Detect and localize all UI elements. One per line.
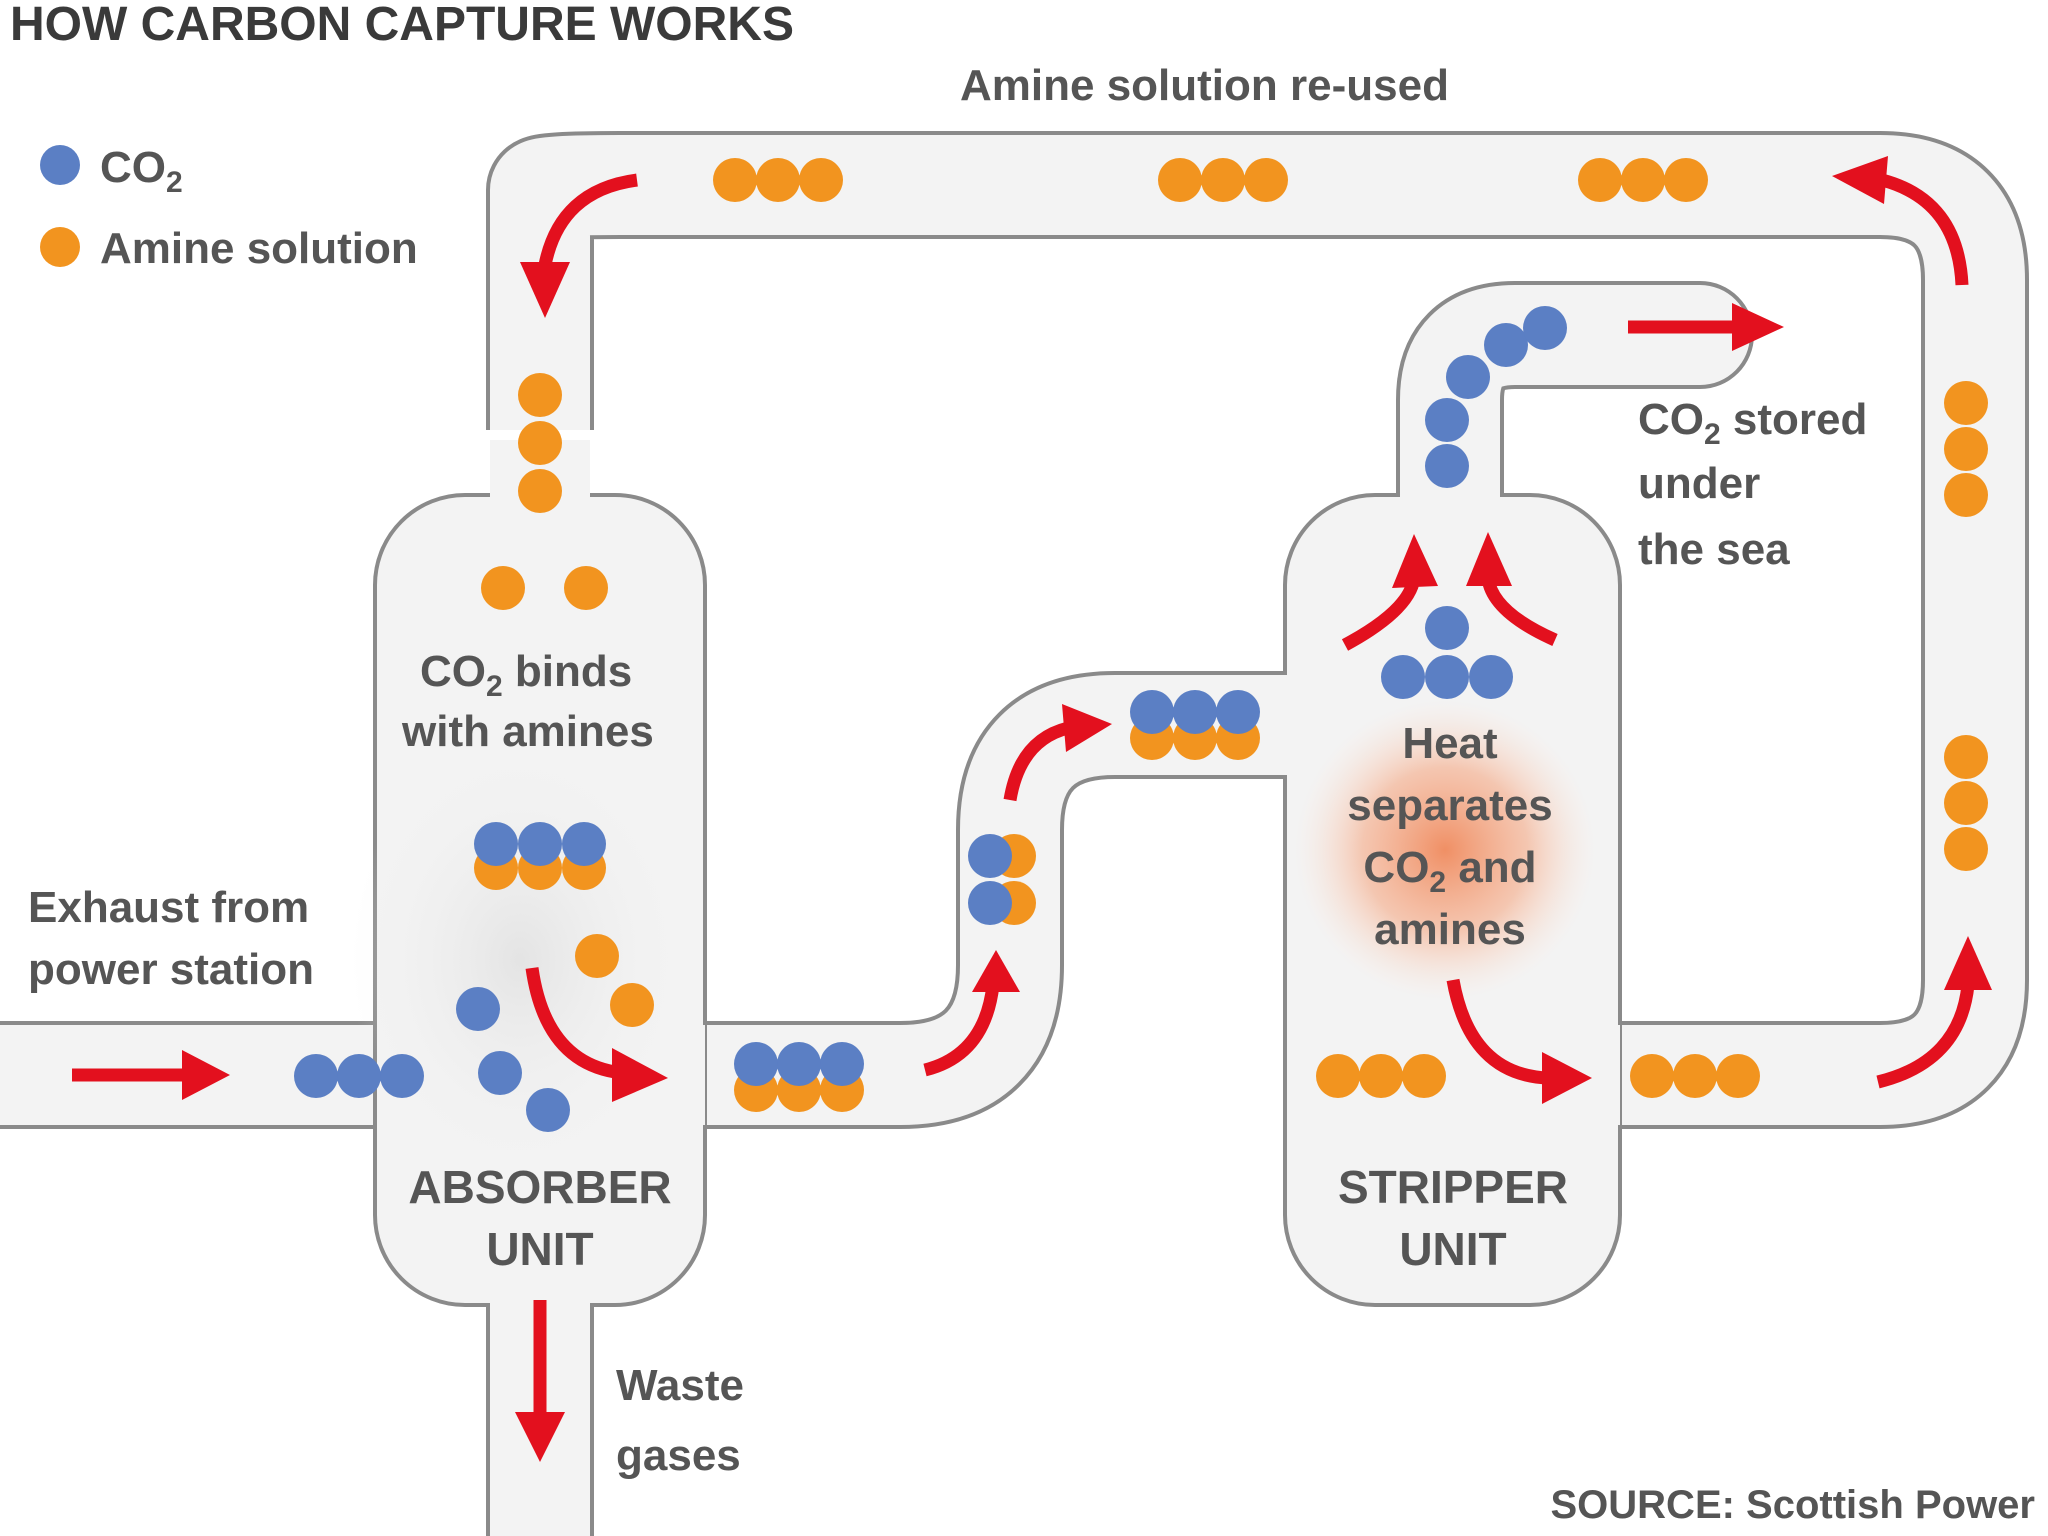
amine-molecule bbox=[564, 566, 608, 610]
co2-legend-label: CO2 bbox=[100, 143, 183, 199]
waste-gases-label: Waste bbox=[616, 1361, 744, 1410]
amine-descend-arrow bbox=[520, 173, 638, 318]
co2-molecule bbox=[478, 1051, 522, 1095]
heat-label-4: amines bbox=[1374, 905, 1526, 954]
legend: CO2 Amine solution bbox=[40, 143, 418, 273]
heat-label-3: CO2 and bbox=[1363, 843, 1536, 899]
amine-reused-label: Amine solution re-used bbox=[960, 61, 1449, 110]
exhaust-inflow-arrow bbox=[72, 1050, 230, 1100]
co2-binds-label: CO2 binds bbox=[420, 647, 632, 703]
absorber-flow-arrow bbox=[525, 967, 668, 1102]
molecules bbox=[294, 158, 1988, 1132]
bound-molecules bbox=[734, 1042, 864, 1112]
co2-binds-label-2: with amines bbox=[401, 707, 654, 756]
co2-stored-label: CO2 stored bbox=[1638, 395, 1867, 451]
s-bend-arrow-2 bbox=[1003, 704, 1112, 802]
amine-group bbox=[713, 158, 843, 202]
heat-label-2: separates bbox=[1347, 781, 1552, 830]
return-up-arrow-bottom bbox=[1876, 936, 1992, 1089]
amine-group bbox=[1158, 158, 1288, 202]
absorber-unit-label-2: UNIT bbox=[486, 1223, 593, 1275]
s-bend-arrow-1 bbox=[923, 950, 1020, 1077]
co2-legend-dot bbox=[40, 145, 80, 185]
co2-group bbox=[1425, 306, 1567, 488]
co2-stored-label-3: the sea bbox=[1638, 525, 1790, 574]
amine-group bbox=[518, 373, 562, 513]
source-credit: SOURCE: Scottish Power bbox=[1550, 1483, 2035, 1527]
return-up-arrow-top bbox=[1832, 156, 1969, 286]
co2-group bbox=[1381, 606, 1513, 699]
amine-legend-label: Amine solution bbox=[100, 224, 418, 273]
amine-molecule bbox=[481, 566, 525, 610]
co2-molecule bbox=[456, 987, 500, 1031]
stripper-unit-label-2: UNIT bbox=[1399, 1223, 1506, 1275]
co2-stored-label-2: under bbox=[1638, 459, 1760, 508]
heat-label: Heat bbox=[1402, 719, 1498, 768]
amine-group bbox=[1944, 381, 1988, 517]
amine-group bbox=[1944, 735, 1988, 871]
stripper-out-arrow bbox=[1446, 978, 1592, 1104]
amine-legend-dot bbox=[40, 227, 80, 267]
amine-group bbox=[1316, 1054, 1446, 1098]
amine-molecule bbox=[610, 983, 654, 1027]
amine-molecule bbox=[575, 934, 619, 978]
waste-gases-label-2: gases bbox=[616, 1431, 741, 1480]
amine-group bbox=[1630, 1054, 1760, 1098]
diagram-title: HOW CARBON CAPTURE WORKS bbox=[10, 0, 794, 51]
heat-glow bbox=[1295, 700, 1595, 1000]
stripper-unit-label: STRIPPER bbox=[1338, 1161, 1568, 1213]
bound-molecules bbox=[474, 822, 606, 890]
bound-molecules bbox=[968, 834, 1036, 925]
flow-arrows bbox=[72, 156, 1992, 1462]
amine-group bbox=[1578, 158, 1708, 202]
bound-molecules bbox=[1130, 690, 1260, 760]
heat-up-arrow-left bbox=[1341, 534, 1438, 651]
heat-up-arrow-right bbox=[1466, 532, 1558, 646]
exhaust-label: Exhaust from bbox=[28, 883, 309, 932]
absorber-unit-label: ABSORBER bbox=[408, 1161, 671, 1213]
gas-cloud bbox=[350, 740, 690, 1180]
co2-molecule bbox=[526, 1088, 570, 1132]
exhaust-label-2: power station bbox=[28, 945, 314, 994]
waste-gases-arrow bbox=[515, 1300, 565, 1462]
co2-group bbox=[294, 1054, 424, 1098]
co2-storage-arrow bbox=[1628, 303, 1784, 351]
